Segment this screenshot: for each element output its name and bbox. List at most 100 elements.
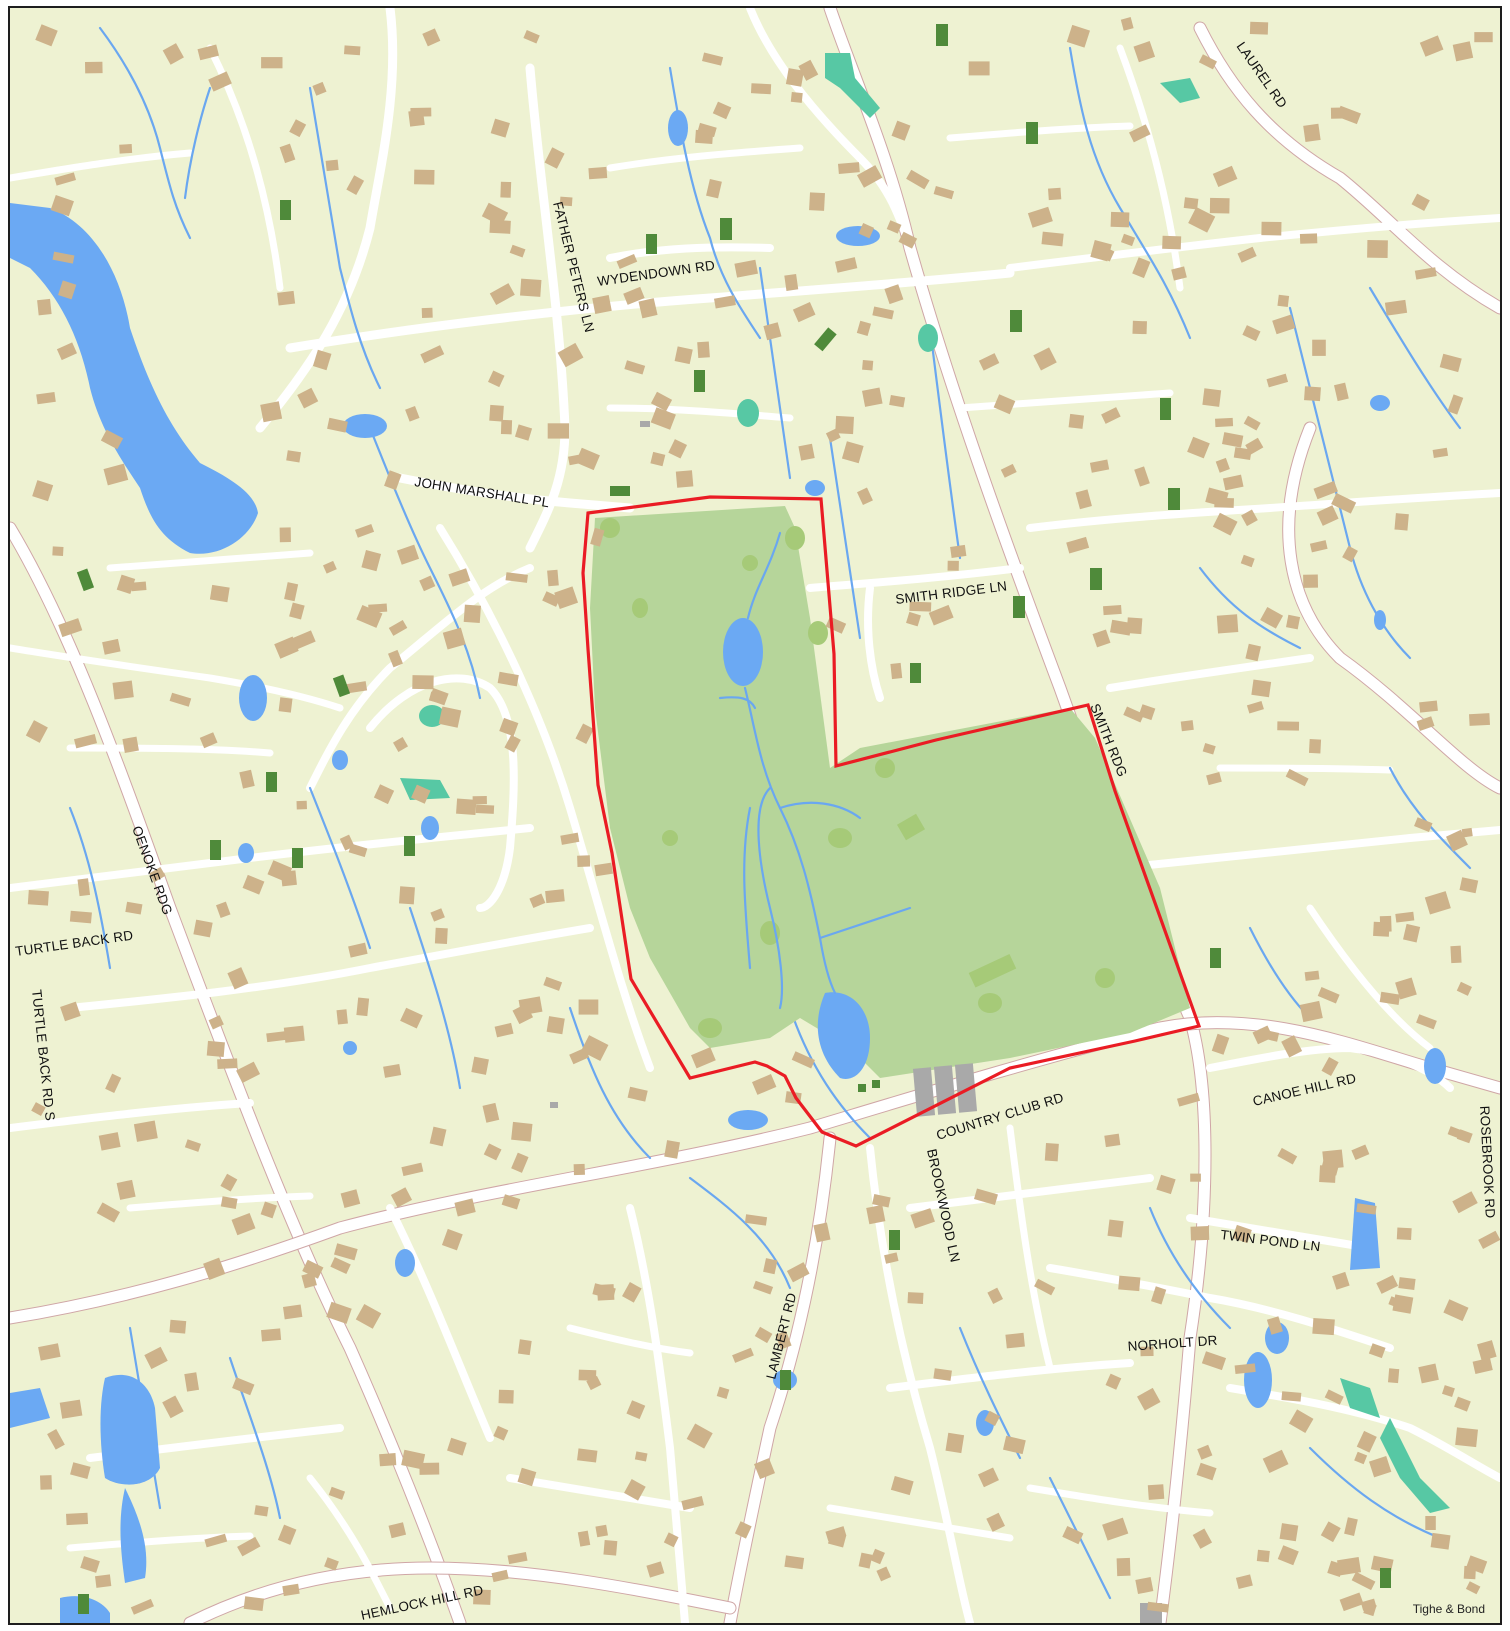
building	[734, 1521, 752, 1539]
building	[25, 720, 48, 743]
building	[650, 391, 673, 412]
building	[334, 1243, 358, 1261]
building	[203, 1257, 226, 1280]
building	[1416, 1014, 1437, 1030]
building	[217, 1058, 238, 1069]
building	[663, 1532, 679, 1548]
building	[498, 1389, 514, 1404]
building	[260, 401, 283, 423]
building	[675, 470, 694, 488]
building	[1262, 1449, 1289, 1474]
building	[1369, 1456, 1392, 1478]
building	[512, 1003, 534, 1025]
building	[489, 404, 504, 422]
building	[763, 1258, 778, 1275]
building	[734, 259, 758, 278]
building	[103, 463, 129, 486]
map-credit: Tighe & Bond	[1413, 1602, 1485, 1616]
building	[1452, 1191, 1478, 1214]
building	[1387, 1368, 1400, 1384]
building	[1277, 294, 1290, 307]
building	[1123, 706, 1145, 723]
building	[1003, 1435, 1026, 1455]
building	[624, 360, 646, 375]
building	[169, 1319, 187, 1334]
building	[575, 447, 600, 471]
building	[441, 1228, 463, 1251]
building	[798, 59, 819, 81]
building	[592, 294, 612, 315]
building	[1288, 1409, 1314, 1433]
building	[420, 345, 445, 364]
building	[1107, 1219, 1124, 1238]
building	[1260, 607, 1284, 629]
preserve-boundary	[581, 495, 1202, 1148]
building	[876, 1566, 892, 1582]
building	[1312, 1317, 1335, 1336]
building	[505, 572, 528, 583]
building	[590, 527, 605, 547]
building	[1147, 1484, 1165, 1500]
building	[1356, 1203, 1377, 1215]
building	[557, 342, 584, 368]
building	[1363, 1602, 1377, 1617]
building	[978, 353, 1000, 371]
building	[517, 1467, 537, 1487]
building	[578, 999, 599, 1015]
building	[784, 1555, 805, 1570]
building	[623, 286, 645, 305]
building	[208, 71, 232, 92]
building	[348, 942, 368, 958]
building	[1450, 945, 1462, 964]
building	[236, 1061, 261, 1083]
building	[858, 223, 875, 239]
building	[448, 568, 471, 587]
building	[697, 341, 710, 359]
building	[1334, 382, 1349, 402]
building	[1034, 1278, 1056, 1296]
building	[1212, 512, 1238, 536]
building	[1075, 489, 1092, 510]
building	[1197, 1444, 1213, 1460]
building	[1102, 1517, 1129, 1541]
building	[790, 92, 803, 103]
building	[906, 169, 930, 190]
building	[1299, 1000, 1323, 1023]
building	[356, 605, 383, 628]
building	[1215, 457, 1230, 473]
building	[471, 1056, 489, 1075]
building	[858, 1552, 873, 1569]
building	[1048, 187, 1062, 201]
building	[1324, 1389, 1344, 1405]
building	[232, 1377, 255, 1396]
building	[1192, 1528, 1213, 1549]
building	[1251, 679, 1272, 698]
building	[706, 179, 722, 199]
building	[428, 691, 442, 704]
building	[328, 1486, 346, 1500]
building	[872, 1193, 891, 1208]
building	[1140, 1346, 1154, 1357]
building	[1476, 1340, 1497, 1361]
building	[907, 1292, 924, 1304]
building	[1455, 1427, 1478, 1448]
building	[1132, 257, 1151, 279]
building	[825, 428, 841, 443]
building	[1414, 817, 1433, 833]
building	[1356, 1430, 1377, 1453]
building	[1443, 1299, 1469, 1322]
building	[399, 886, 415, 905]
building	[1414, 267, 1437, 280]
building	[289, 602, 305, 620]
building	[419, 1462, 440, 1475]
building	[714, 295, 736, 309]
building	[1395, 911, 1415, 923]
building	[650, 407, 676, 430]
building	[569, 1047, 590, 1065]
building	[209, 584, 230, 603]
building	[1133, 41, 1156, 63]
building	[1394, 513, 1409, 531]
building	[379, 1453, 397, 1467]
building	[388, 649, 403, 668]
building	[483, 1143, 502, 1161]
